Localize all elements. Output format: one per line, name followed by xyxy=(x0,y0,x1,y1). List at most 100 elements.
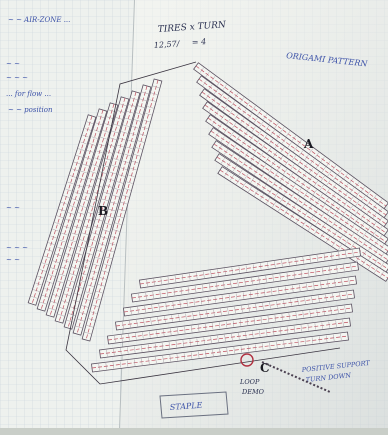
strip-tick xyxy=(31,296,38,299)
strip-tick xyxy=(337,306,339,314)
strip-tick xyxy=(161,342,164,350)
strip-tick xyxy=(361,195,366,202)
strip-tick xyxy=(214,132,219,138)
staple-box xyxy=(159,391,229,419)
strip-tick xyxy=(57,246,64,250)
strip-tick xyxy=(343,264,345,272)
strip-tick xyxy=(314,209,318,215)
strip-tick xyxy=(248,304,250,312)
strip-tick xyxy=(328,321,330,328)
strip-tick xyxy=(46,249,53,252)
strip-tick xyxy=(125,117,132,121)
strip-tick xyxy=(286,131,291,137)
strip-tick xyxy=(118,174,125,177)
strip-tick xyxy=(191,325,193,333)
strip-tick xyxy=(349,177,354,184)
strip-tick xyxy=(209,283,211,291)
strip-tick xyxy=(315,200,320,206)
strip-tick xyxy=(86,325,93,328)
strip-tick xyxy=(338,235,343,241)
strip-tick xyxy=(355,191,360,198)
strip-tick xyxy=(247,144,252,150)
strip-tick xyxy=(332,293,334,301)
strip-tick xyxy=(327,208,331,214)
strip-tick xyxy=(85,291,92,294)
strip-tick xyxy=(246,318,249,325)
strip-tick xyxy=(242,182,246,189)
strip-tick xyxy=(109,171,116,174)
strip-tick xyxy=(229,131,234,138)
strip-tick xyxy=(318,295,320,302)
strip-tick xyxy=(268,118,273,124)
strip-tick xyxy=(362,232,367,238)
strip-tick xyxy=(279,196,284,203)
strip-tick xyxy=(284,189,288,195)
strip-tick xyxy=(165,302,167,310)
strip-tick xyxy=(137,140,145,143)
strip-tick xyxy=(262,343,264,350)
strip-tick xyxy=(286,151,291,157)
strip-tick xyxy=(314,323,316,330)
strip-tick xyxy=(145,113,152,116)
strip-tick xyxy=(368,263,372,270)
strip-tick xyxy=(368,254,373,261)
strip-tick xyxy=(290,339,292,347)
strip-tick xyxy=(333,334,335,341)
strip-tick xyxy=(202,80,207,86)
strip-tick xyxy=(256,290,259,297)
strip-tick xyxy=(314,228,318,235)
strip-tick xyxy=(332,184,337,190)
strip-tick xyxy=(338,216,343,222)
strip-tick xyxy=(93,191,101,195)
strip-tick xyxy=(270,129,275,136)
strip-tick xyxy=(299,284,301,291)
strip-tick xyxy=(291,184,296,190)
strip-tick xyxy=(304,154,309,160)
strip-tick xyxy=(245,101,250,107)
strip-tick xyxy=(61,300,69,303)
strip-tick xyxy=(71,232,78,236)
strip-tick xyxy=(122,321,124,329)
strip-tick xyxy=(95,219,103,222)
strip-tick xyxy=(302,257,304,264)
strip-tick xyxy=(82,266,89,269)
strip-tick xyxy=(265,275,267,283)
strip-tick xyxy=(94,157,101,160)
strip-tick xyxy=(90,171,97,174)
strip-tick xyxy=(374,267,378,274)
strip-tick xyxy=(253,317,255,324)
strip-tick xyxy=(79,205,87,208)
strip-tick xyxy=(303,163,308,169)
strip-tick xyxy=(223,127,228,134)
strip-tick xyxy=(166,289,168,297)
strip-tick xyxy=(251,126,256,132)
strip-tick xyxy=(84,128,91,131)
strip-tick xyxy=(268,188,272,195)
strip-tick xyxy=(321,166,326,173)
strip-tick xyxy=(61,233,68,236)
strip-tick xyxy=(345,250,347,258)
strip-tick xyxy=(309,148,314,154)
strip-tick xyxy=(300,325,302,332)
strip-tick xyxy=(128,140,135,143)
strip-tick xyxy=(206,310,208,317)
strip-tick xyxy=(277,164,282,171)
strip-tick xyxy=(71,266,79,269)
page-subheading: 12,57/ xyxy=(154,39,181,50)
strip-tick xyxy=(311,337,314,344)
strip-tick xyxy=(292,285,294,292)
strip-tick xyxy=(318,193,323,200)
strip-tick xyxy=(314,152,319,158)
strip-tick xyxy=(106,116,113,119)
strip-tick xyxy=(304,297,306,304)
loop-circle xyxy=(240,353,254,367)
strip-tick xyxy=(303,212,308,218)
strip-tick xyxy=(219,92,224,99)
strip-tick xyxy=(380,262,385,268)
strip-tick xyxy=(332,165,337,171)
strip-tick xyxy=(126,360,129,367)
strip-tick xyxy=(378,217,383,223)
strip-tick xyxy=(123,124,130,127)
strip-tick xyxy=(316,255,319,262)
strip-tick xyxy=(76,184,83,187)
